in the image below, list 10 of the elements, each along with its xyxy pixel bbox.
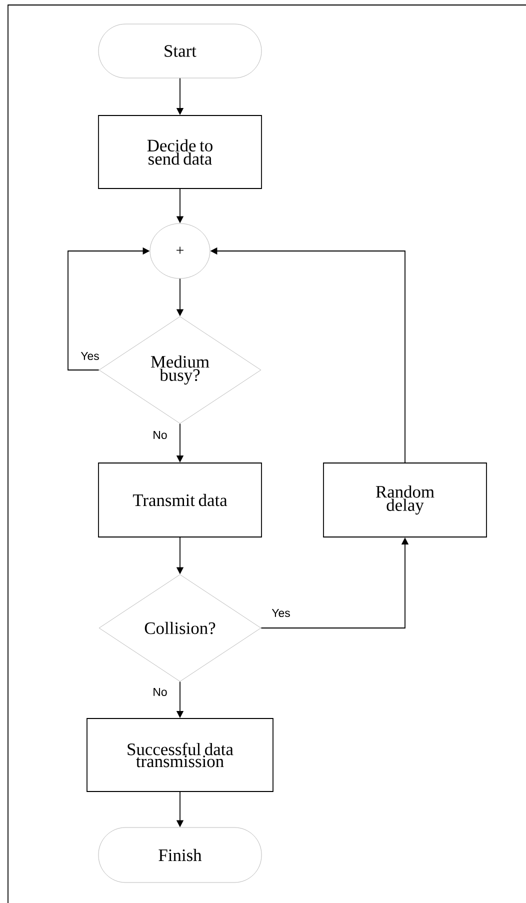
process-box: Decide to send data: [98, 115, 262, 189]
edge-label: No: [152, 430, 168, 440]
process-box: Transmit data: [98, 462, 262, 538]
process-box: Random delay: [323, 462, 487, 538]
edge-label: No: [152, 687, 168, 697]
terminal-capsule: Finish: [98, 827, 262, 883]
edge-label: Yes: [270, 608, 292, 618]
edge-label: Yes: [80, 351, 100, 361]
process-box: Successful data transmission: [86, 718, 274, 792]
terminal-capsule: Start: [98, 24, 262, 78]
